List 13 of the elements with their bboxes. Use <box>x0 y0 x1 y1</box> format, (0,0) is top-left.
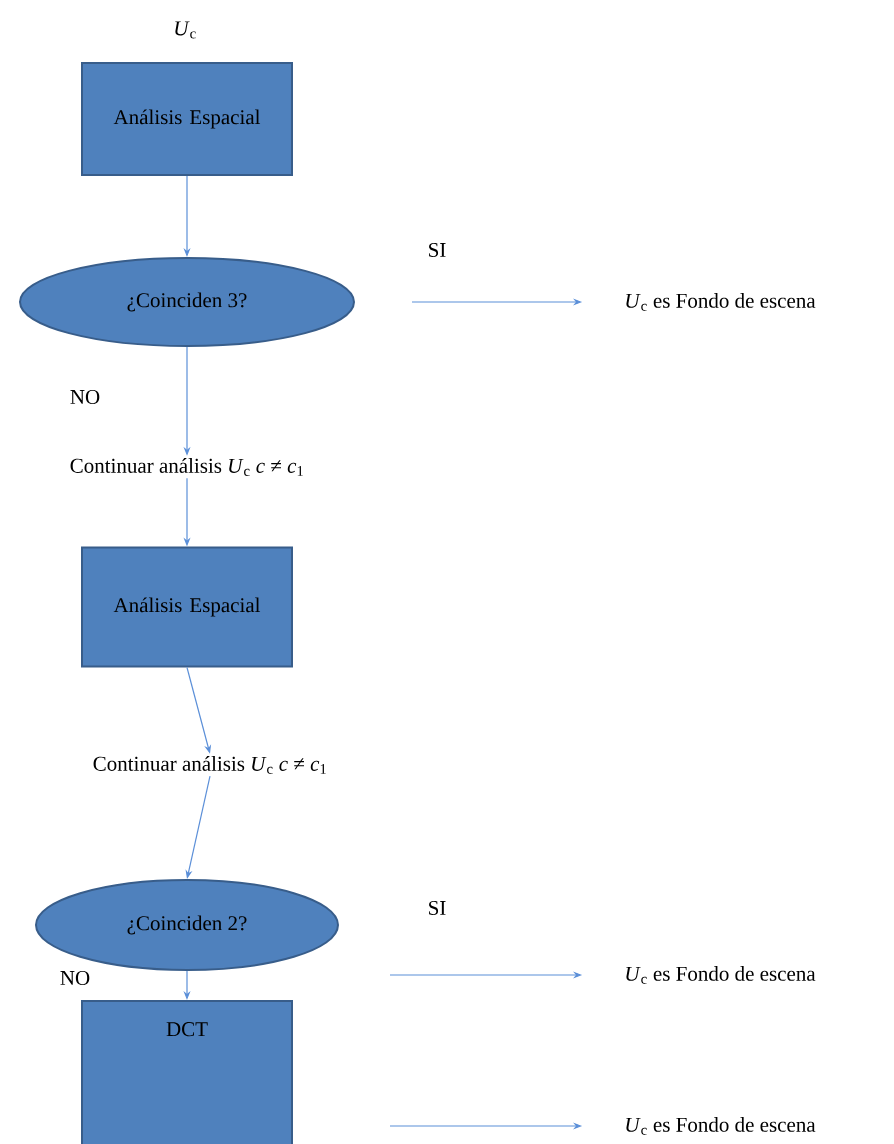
result-text: U$_{c}$ es Fondo de escena <box>626 966 816 984</box>
edge-label: NO <box>68 388 102 406</box>
step-text: Continuar análisis U$_{c}$ c ≠ c$_{1}$ <box>70 458 303 476</box>
variable-label: U$_{c}$ <box>175 21 196 39</box>
step-text: Continuar análisis U$_{c}$ c ≠ c$_{1}$ <box>93 756 326 774</box>
edge-label: NO <box>58 969 92 987</box>
process-box: DCT <box>81 1000 293 1144</box>
result-text: U$_{c}$ es Fondo de escena <box>626 293 816 311</box>
process-box: Análisis Espacial <box>81 62 293 176</box>
result-text: U$_{c}$ es Fondo de escena <box>626 1117 816 1135</box>
edge-label: SI <box>426 241 448 259</box>
edge-label: SI <box>426 899 448 917</box>
process-box: Análisis Espacial <box>81 546 293 668</box>
